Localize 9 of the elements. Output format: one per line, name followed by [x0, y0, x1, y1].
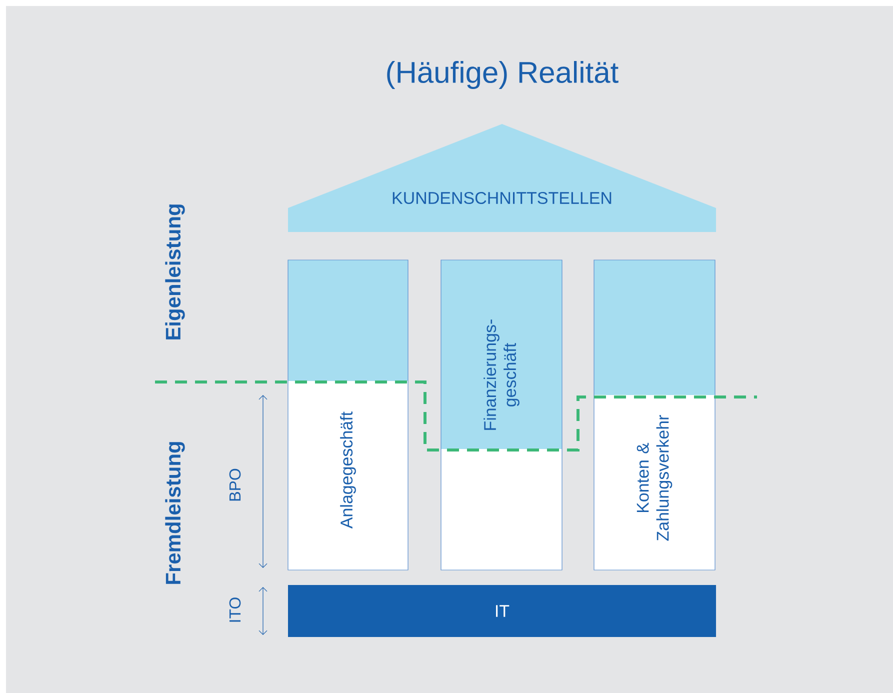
pillar-box: Anlagegeschäft [288, 260, 408, 570]
pillar-box: Konten & Zahlungsverkehr [594, 260, 716, 570]
axis-label: Fremdleistung [165, 442, 185, 584]
axis-label: ITO [229, 598, 241, 622]
axis-label: BPO [229, 468, 241, 501]
title: (Häufige) Realität [387, 61, 618, 89]
foundation-bar: IT [288, 585, 716, 637]
pillar-box: Finanzierungs- geschäft [440, 260, 562, 570]
axis-label: Eigenleistung [165, 204, 185, 340]
